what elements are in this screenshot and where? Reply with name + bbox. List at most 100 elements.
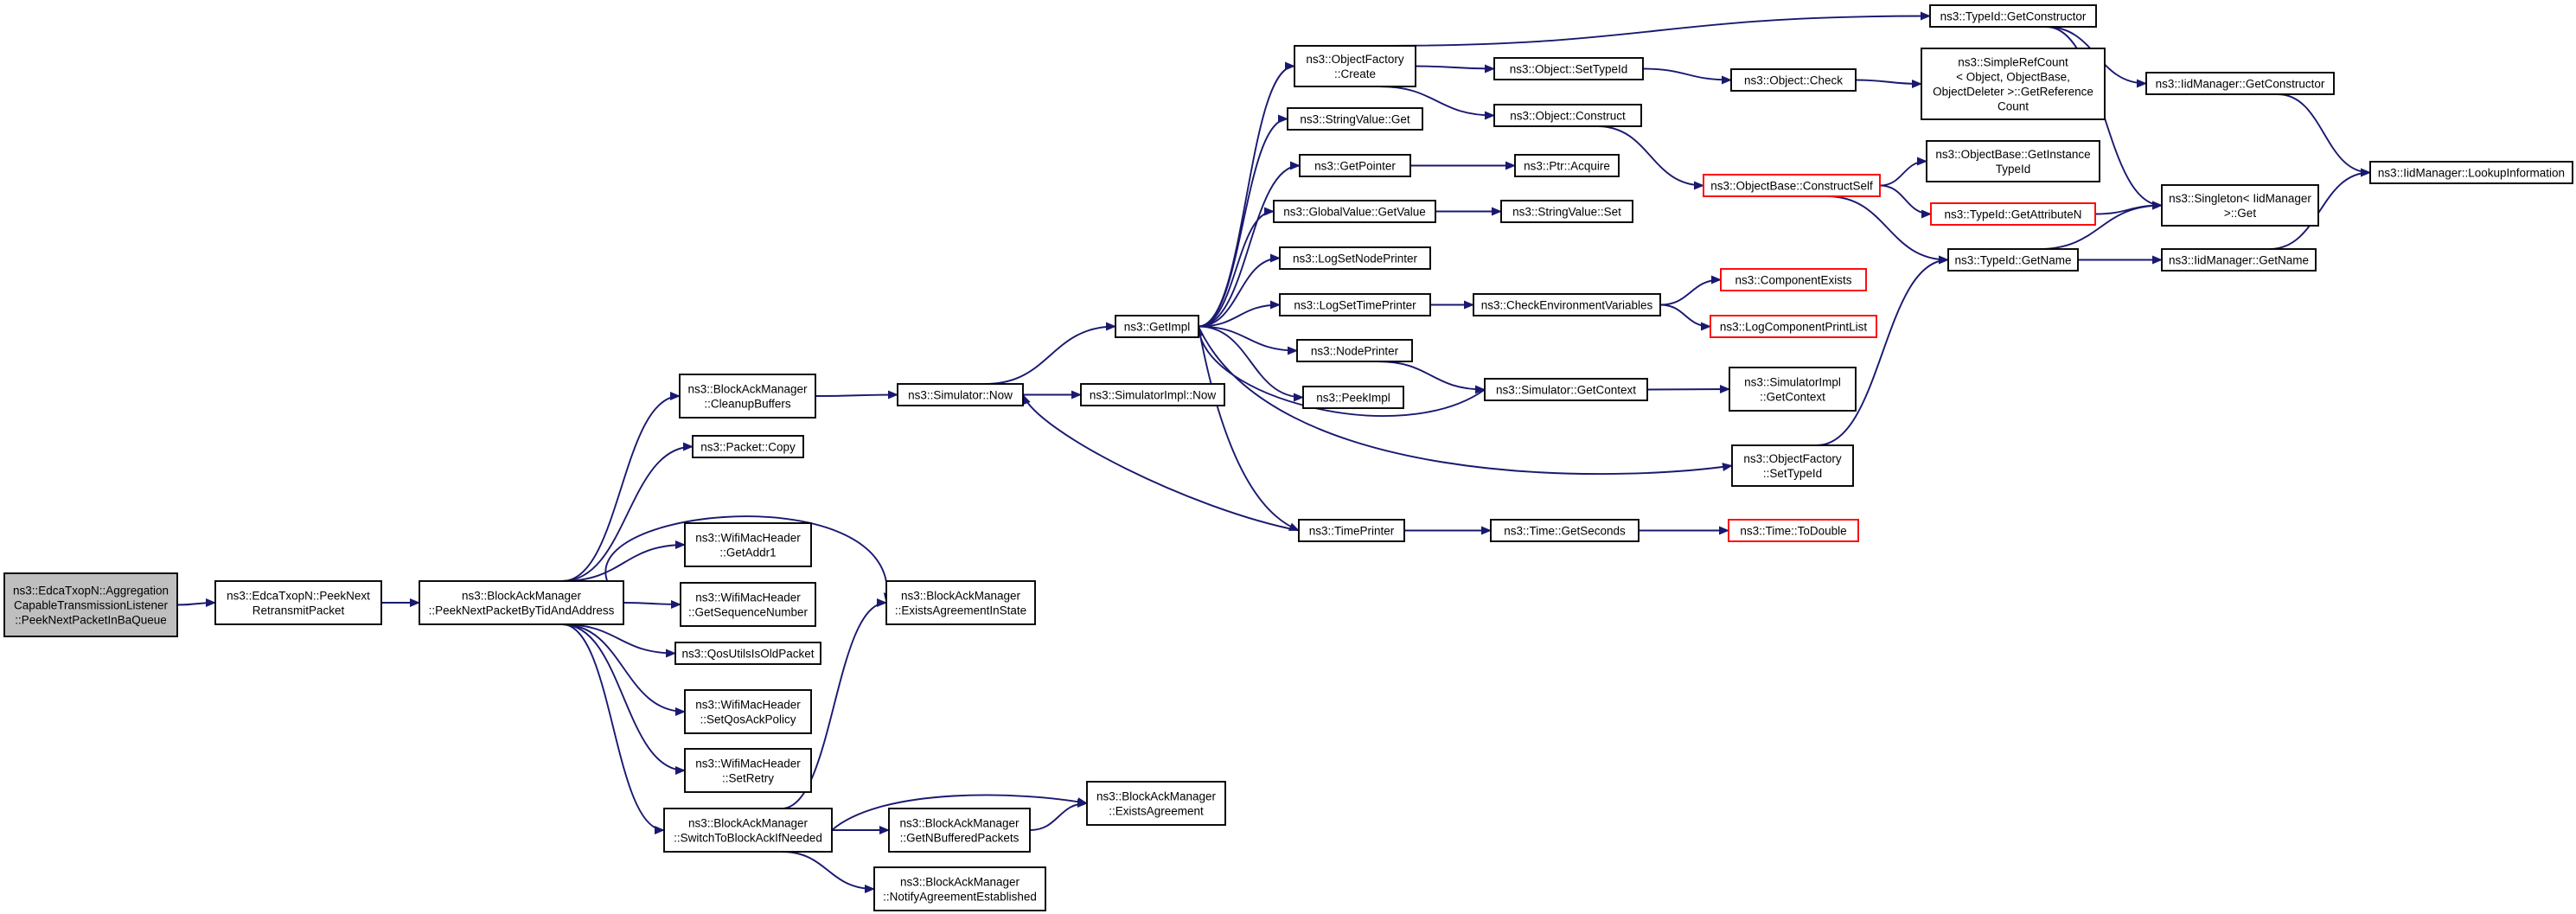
edge-root-to-peekRetransmit <box>176 598 216 608</box>
edge-peekByTid-to-setQos <box>562 623 686 716</box>
node-tidGetCtor[interactable]: ns3::TypeId::GetConstructor <box>1929 4 2097 28</box>
node-peekByTid[interactable]: ns3::BlockAckManager::PeekNextPacketByTi… <box>419 580 624 625</box>
edge-objConstruct-to-constructSelf <box>1596 125 1704 190</box>
node-label-line: ns3::WifiMacHeader <box>695 532 801 545</box>
nodes-layer: ns3::EdcaTxopN::AggregationCapableTransm… <box>3 4 2573 911</box>
node-label-line: ns3::WifiMacHeader <box>695 757 801 770</box>
node-logNode[interactable]: ns3::LogSetNodePrinter <box>1279 246 1431 270</box>
node-label-line: ObjectDeleter >::GetReference <box>1933 86 2093 99</box>
node-label-line: ns3::IidManager::LookupInformation <box>2378 167 2565 180</box>
edge-peekByTid-to-copy <box>562 442 694 582</box>
node-getSeconds[interactable]: ns3::Time::GetSeconds <box>1490 519 1640 542</box>
edge-getImpl-to-objFactSetTid <box>1198 326 1733 476</box>
edge-getNBuf-to-existsAgr <box>1029 799 1088 831</box>
node-label-line: ns3::Ptr::Acquire <box>1524 160 1610 173</box>
edge-peekByTid-to-existsInState <box>604 515 892 604</box>
node-label-line: Count <box>1998 100 2029 113</box>
node-root[interactable]: ns3::EdcaTxopN::AggregationCapableTransm… <box>3 572 178 637</box>
node-label-line: ns3::IidManager::GetConstructor <box>2156 78 2325 91</box>
node-constructSelf[interactable]: ns3::ObjectBase::ConstructSelf <box>1703 174 1881 197</box>
node-objFactCreate[interactable]: ns3::ObjectFactory::Create <box>1294 45 1416 87</box>
edge-getImpl-to-logNode <box>1198 253 1281 328</box>
node-simNow[interactable]: ns3::Simulator::Now <box>897 383 1024 406</box>
node-label-line: ::CleanupBuffers <box>704 398 791 411</box>
node-objConstruct[interactable]: ns3::Object::Construct <box>1493 104 1642 127</box>
node-label-line: ns3::SimulatorImpl::Now <box>1090 389 1217 402</box>
node-label-line: ns3::TypeId::GetAttributeN <box>1944 208 2081 221</box>
node-label-line: ::GetContext <box>1760 391 1825 404</box>
node-getPointer[interactable]: ns3::GetPointer <box>1299 154 1411 177</box>
node-logTime[interactable]: ns3::LogSetTimePrinter <box>1279 293 1431 316</box>
node-timePrinter[interactable]: ns3::TimePrinter <box>1298 519 1405 542</box>
node-label-line: ::SwitchToBlockAckIfNeeded <box>674 832 822 845</box>
node-strValGet[interactable]: ns3::StringValue::Get <box>1287 107 1423 131</box>
node-objFactSetTid[interactable]: ns3::ObjectFactory::SetTypeId <box>1731 444 1854 487</box>
node-label-line: ns3::CheckEnvironmentVariables <box>1481 299 1653 312</box>
node-strValSet[interactable]: ns3::StringValue::Set <box>1500 200 1633 223</box>
node-logCompPrint[interactable]: ns3::LogComponentPrintList <box>1710 315 1877 338</box>
node-globalGet[interactable]: ns3::GlobalValue::GetValue <box>1273 200 1436 223</box>
edge-objCheck-to-simpleRef <box>1855 79 1922 88</box>
node-label-line: ::ExistsAgreement <box>1109 805 1204 818</box>
node-label-line: ns3::Object::SetTypeId <box>1510 63 1628 76</box>
node-getAttrN[interactable]: ns3::TypeId::GetAttributeN <box>1930 202 2096 226</box>
node-label-line: ::PeekNextPacketInBaQueue <box>15 614 167 627</box>
node-existsAgr[interactable]: ns3::BlockAckManager::ExistsAgreement <box>1086 781 1226 826</box>
node-iidGetName[interactable]: ns3::IidManager::GetName <box>2161 248 2317 272</box>
node-checkEnv[interactable]: ns3::CheckEnvironmentVariables <box>1473 293 1661 316</box>
node-label-line: ::SetTypeId <box>1763 467 1822 480</box>
node-label-line: ns3::TimePrinter <box>1309 525 1395 538</box>
node-simpleRef[interactable]: ns3::SimpleRefCount< Object, ObjectBase,… <box>1921 48 2106 120</box>
node-setRetry[interactable]: ns3::WifiMacHeader::SetRetry <box>684 748 812 793</box>
node-switchBA[interactable]: ns3::BlockAckManager::SwitchToBlockAckIf… <box>663 808 833 853</box>
node-label-line: ns3::GlobalValue::GetValue <box>1283 206 1426 219</box>
node-setTypeId[interactable]: ns3::Object::SetTypeId <box>1493 57 1644 80</box>
node-objCheck[interactable]: ns3::Object::Check <box>1730 68 1857 92</box>
edge-getAttrN-to-singleton <box>2094 201 2163 215</box>
edge-peekByTid-to-getSeq <box>623 599 681 609</box>
node-simImplNow[interactable]: ns3::SimulatorImpl::Now <box>1080 383 1225 406</box>
node-getImpl[interactable]: ns3::GetImpl <box>1115 315 1199 338</box>
node-peekImpl[interactable]: ns3::PeekImpl <box>1302 386 1404 409</box>
node-qosOld[interactable]: ns3::QosUtilsIsOldPacket <box>674 642 821 665</box>
node-label-line: ns3::LogSetTimePrinter <box>1294 299 1416 312</box>
node-label-line: ns3::NodePrinter <box>1311 345 1399 358</box>
node-label-line: ns3::ObjectFactory <box>1743 452 1842 465</box>
edge-cleanup-to-simNow <box>815 390 898 399</box>
node-label-line: ::SetRetry <box>722 772 774 785</box>
node-iidGetCtor[interactable]: ns3::IidManager::GetConstructor <box>2145 72 2335 95</box>
node-simGetCtx[interactable]: ns3::Simulator::GetContext <box>1484 378 1648 401</box>
node-ptrAcquire[interactable]: ns3::Ptr::Acquire <box>1514 154 1620 177</box>
node-label-line: ns3::PeekImpl <box>1316 392 1390 405</box>
node-getAddr1[interactable]: ns3::WifiMacHeader::GetAddr1 <box>684 522 812 567</box>
edge-simGetCtx-to-simImplCtx <box>1646 385 1730 394</box>
node-simImplCtx[interactable]: ns3::SimulatorImpl::GetContext <box>1729 367 1857 412</box>
node-copy[interactable]: ns3::Packet::Copy <box>692 435 804 458</box>
node-label-line: ns3::BlockAckManager <box>899 817 1020 830</box>
node-existsInState[interactable]: ns3::BlockAckManager::ExistsAgreementInS… <box>885 580 1036 625</box>
node-getNBuf[interactable]: ns3::BlockAckManager::GetNBufferedPacket… <box>888 808 1031 853</box>
edge-objFactCreate-to-objConstruct <box>1378 86 1495 120</box>
edge-iidGetName-to-lookupInfo <box>2269 168 2371 250</box>
node-setQos[interactable]: ns3::WifiMacHeader::SetQosAckPolicy <box>684 689 812 734</box>
node-notifyAgr[interactable]: ns3::BlockAckManager::NotifyAgreementEst… <box>873 866 1046 911</box>
node-tidGetName[interactable]: ns3::TypeId::GetName <box>1947 248 2079 272</box>
edge-objFactCreate-to-setTypeId <box>1415 64 1495 74</box>
edge-constructSelf-to-tidGetName <box>1826 195 1949 265</box>
node-toDouble[interactable]: ns3::Time::ToDouble <box>1728 519 1859 542</box>
edge-switchBA-to-notifyAgr <box>781 851 875 893</box>
node-label-line: ::ExistsAgreementInState <box>895 604 1026 617</box>
edge-peekByTid-to-cleanup <box>562 392 681 582</box>
node-label-line: ns3::Singleton< IidManager <box>2169 192 2311 205</box>
node-getSeq[interactable]: ns3::WifiMacHeader::GetSequenceNumber <box>680 582 816 627</box>
node-label-line: ns3::QosUtilsIsOldPacket <box>681 648 814 661</box>
edge-peekByTid-to-setRetry <box>562 623 686 775</box>
node-cleanup[interactable]: ns3::BlockAckManager::CleanupBuffers <box>679 374 816 419</box>
node-nodePrinter[interactable]: ns3::NodePrinter <box>1296 339 1413 362</box>
node-compExists[interactable]: ns3::ComponentExists <box>1720 268 1867 291</box>
node-singleton[interactable]: ns3::Singleton< IidManager>::Get <box>2161 184 2319 227</box>
node-lookupInfo[interactable]: ns3::IidManager::LookupInformation <box>2369 161 2573 184</box>
